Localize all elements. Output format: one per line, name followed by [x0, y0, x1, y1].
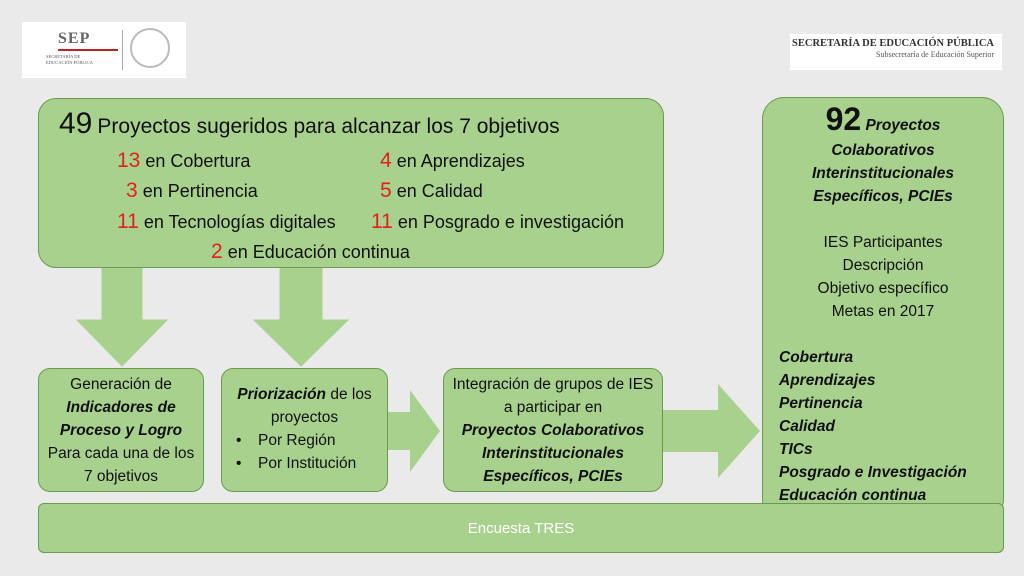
step3-emphasis: Proyectos Colaborativos Interinstitucion… — [461, 422, 645, 485]
summary-item: 13 en Cobertura — [117, 149, 251, 172]
pcie-objective: Calidad — [779, 418, 835, 435]
step2-bullets: Por Región Por Institución — [222, 429, 387, 475]
pcie-objective: Posgrado e Investigación — [779, 464, 967, 481]
right-arrow-2 — [663, 384, 760, 478]
step1-emphasis: Indicadores de Proceso y Logro — [59, 399, 183, 439]
step2-bullet: Por Región — [236, 429, 387, 452]
pcie-objective: Pertinencia — [779, 395, 863, 412]
ministry-name: SECRETARÍA DE EDUCACIÓN PÚBLICA — [792, 38, 994, 49]
pcie-box: 92 Proyectos Colaborativos Interinstituc… — [762, 97, 1004, 521]
sep-subsecretaria-logo: SECRETARÍA DE EDUCACIÓN PÚBLICA Subsecre… — [790, 34, 1002, 70]
pcie-fields: IES Participantes Descripción Objetivo e… — [763, 231, 1003, 323]
pcie-count: 92 — [825, 101, 862, 137]
indicators-step-box: Generación de Indicadores de Proceso y L… — [38, 368, 204, 492]
pcie-objectives: Cobertura Aprendizajes Pertinencia Calid… — [763, 346, 1003, 507]
step2-heading: Priorización de los proyectos — [237, 386, 372, 426]
summary-item: 3 en Pertinencia — [126, 179, 258, 202]
pcie-title: 92 Proyectos — [825, 101, 941, 137]
undersecretariat-name: Subsecretaría de Educación Superior — [876, 50, 994, 59]
pcie-field: Objetivo específico — [817, 280, 949, 297]
step1-line3: Para cada una de los 7 objetivos — [47, 445, 195, 485]
pcie-objective: TICs — [779, 441, 813, 458]
summary-heading: 49 Proyectos sugeridos para alcanzar los… — [59, 107, 560, 141]
logo-divider — [122, 30, 123, 70]
prioritization-step-box: Priorización de los proyectos Por Región… — [221, 368, 388, 492]
summary-item: 4 en Aprendizajes — [380, 149, 525, 172]
step2-bullet: Por Institución — [236, 452, 387, 475]
summary-item: 2 en Educación continua — [211, 240, 410, 263]
sep-logo: SEP SECRETARÍA DE EDUCACIÓN PÚBLICA — [22, 22, 186, 78]
step3-line1: Integración de grupos de IES a participa… — [452, 376, 654, 416]
summary-item: 11 en Tecnologías digitales — [117, 210, 336, 233]
sep-logo-word: SEP — [58, 30, 91, 47]
pcie-objective: Educación continua — [779, 487, 927, 504]
summary-item: 11 en Posgrado e investigación — [371, 210, 624, 233]
pcie-field: Descripción — [842, 257, 924, 274]
sep-logo-line — [58, 49, 118, 51]
down-arrow-1 — [75, 267, 169, 367]
summary-title: Proyectos sugeridos para alcanzar los 7 … — [97, 115, 560, 138]
step1-line1: Generación de — [70, 376, 172, 393]
national-seal-icon — [130, 28, 170, 68]
pcie-field: IES Participantes — [823, 234, 943, 251]
down-arrow-2 — [252, 267, 350, 367]
summary-count: 49 — [59, 107, 93, 140]
integration-step-box: Integración de grupos de IES a participa… — [443, 368, 663, 492]
pcie-objective: Cobertura — [779, 349, 854, 366]
summary-item: 5 en Calidad — [380, 179, 483, 202]
sep-logo-subtitle: SECRETARÍA DE EDUCACIÓN PÚBLICA — [46, 54, 93, 65]
right-arrow-1 — [388, 390, 440, 472]
pcie-objective: Aprendizajes — [779, 372, 876, 389]
pcie-title-rest: Colaborativos Interinstitucionales Espec… — [811, 142, 955, 205]
pcie-field: Metas en 2017 — [831, 303, 935, 320]
encuesta-tres-bar: Encuesta TRES — [38, 503, 1004, 553]
encuesta-label: Encuesta TRES — [467, 520, 575, 537]
projects-summary-box: 49 Proyectos sugeridos para alcanzar los… — [38, 98, 664, 268]
